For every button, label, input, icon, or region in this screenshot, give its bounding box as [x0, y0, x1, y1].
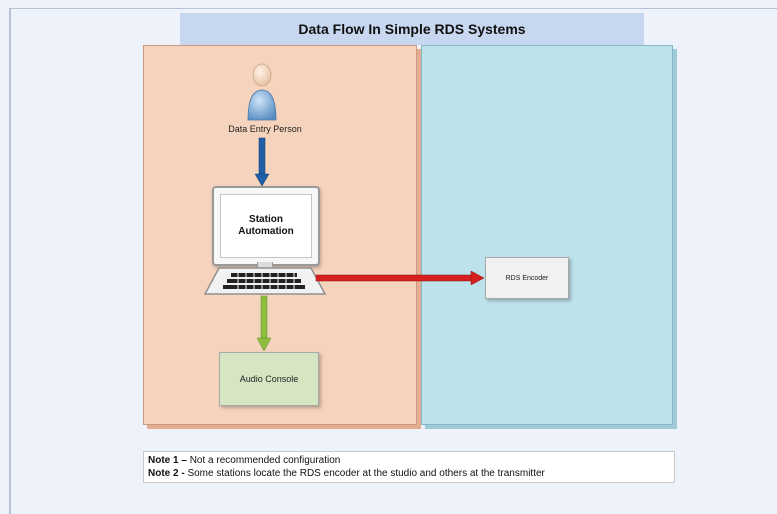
- note-1-text: Not a recommended configuration: [189, 455, 341, 466]
- note-2-text: Some stations locate the RDS encoder at …: [187, 468, 545, 479]
- notes-box: Note 1 – Not a recommended configuration…: [143, 451, 675, 483]
- note-1-sep: –: [178, 455, 190, 466]
- note-2-label: Note 2: [148, 468, 179, 479]
- transmitter-zone: [421, 45, 673, 425]
- computer-icon: Station Automation: [212, 186, 320, 266]
- arrow-person-to-station: [254, 137, 270, 187]
- note-2-sep: -: [178, 468, 188, 479]
- arrow-station-to-audio: [256, 295, 272, 352]
- audio-console-node: Audio Console: [219, 352, 319, 406]
- frame-left-border: [9, 8, 11, 514]
- arrow-station-to-rds: [315, 270, 485, 286]
- note-1-label: Note 1: [148, 455, 179, 466]
- frame-top-border: [9, 8, 777, 9]
- station-label-line2: Automation: [238, 226, 294, 237]
- keyboard-icon: [203, 267, 327, 295]
- person-icon: [247, 63, 277, 121]
- note-2: Note 2 - Some stations locate the RDS en…: [148, 467, 670, 480]
- station-automation-label: Station Automation: [220, 194, 312, 258]
- rds-encoder-node: RDS Encoder: [485, 257, 569, 299]
- note-1: Note 1 – Not a recommended configuration: [148, 454, 670, 467]
- diagram-title: Data Flow In Simple RDS Systems: [180, 13, 644, 45]
- station-label-line1: Station: [249, 214, 283, 225]
- person-label: Data Entry Person: [228, 124, 302, 134]
